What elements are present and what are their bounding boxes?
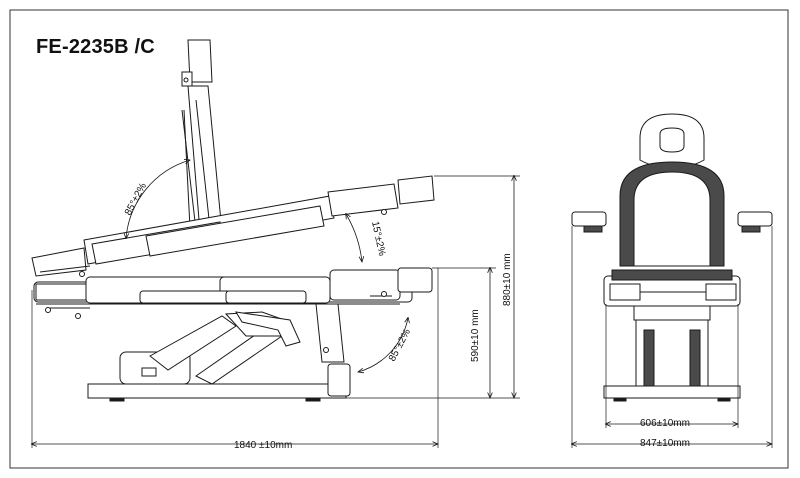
dim-inner-width-label: 606±10mm xyxy=(640,418,690,429)
dim-length-label: 1840 ±10mm xyxy=(234,440,292,451)
angle-arc-legrest xyxy=(358,318,408,372)
angle-arc-seat xyxy=(346,214,362,262)
backrest-upright xyxy=(187,85,223,233)
drawing-border xyxy=(9,9,789,469)
tilted-leg-section xyxy=(327,183,399,217)
angle-backrest-label: 85°±2% xyxy=(123,181,149,217)
side-base xyxy=(87,383,347,399)
armrest-left xyxy=(571,211,607,227)
front-base xyxy=(603,385,741,399)
angle-arc-backrest xyxy=(126,160,190,238)
tilted-head-section xyxy=(31,247,87,277)
dim-total-height-label: 880±10 mm xyxy=(502,253,513,306)
headrest-hole xyxy=(659,127,685,153)
headrest-upright xyxy=(187,39,213,83)
angle-legrest-label: 85°±2% xyxy=(387,327,413,363)
armrest-right xyxy=(737,211,773,227)
dim-outer-width-label: 847±10mm xyxy=(640,438,690,449)
dim-seat-height-label: 590±10 mm xyxy=(470,309,481,362)
angle-seat-label: 15°±2% xyxy=(369,220,387,257)
lift-arm-1 xyxy=(149,315,237,371)
side-view xyxy=(31,39,520,448)
leg-rest-dropped xyxy=(315,303,345,363)
model-title: FE-2235B /C xyxy=(36,36,155,58)
front-view xyxy=(571,113,773,448)
